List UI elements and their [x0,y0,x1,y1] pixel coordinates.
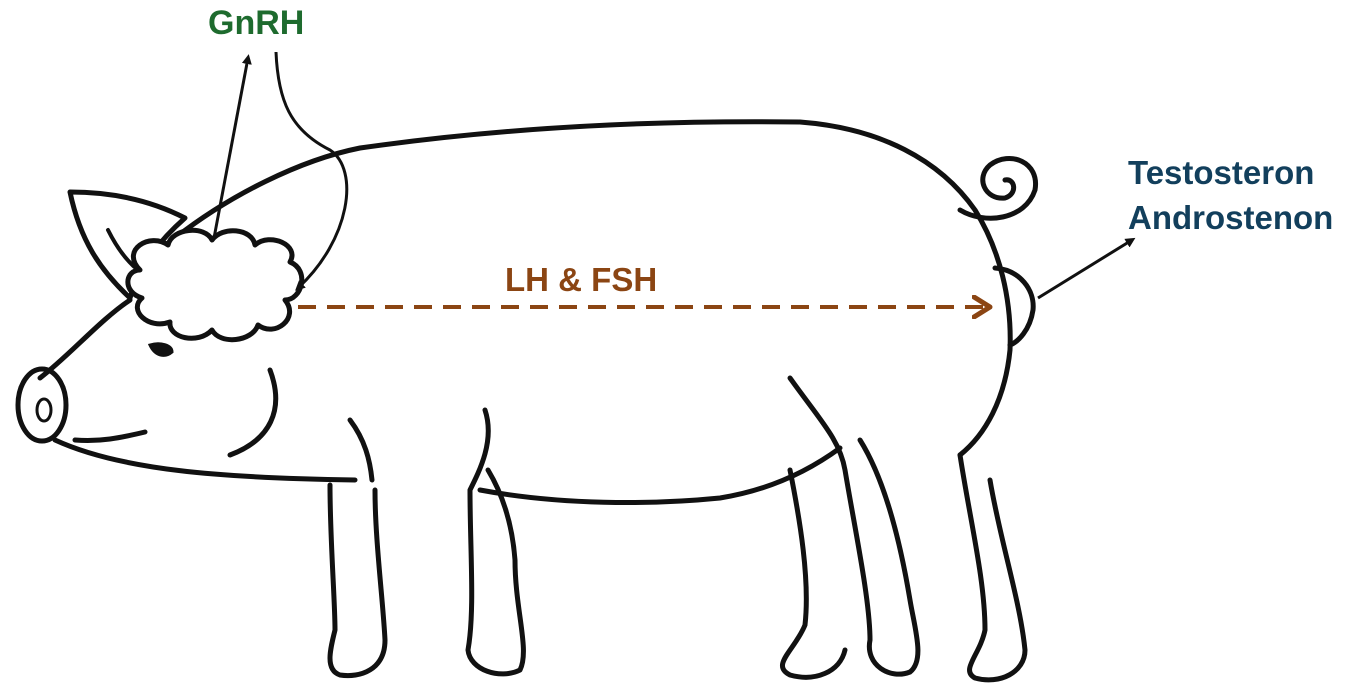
pig-mouth [75,432,145,441]
pig-front-leg-left [330,485,385,676]
pig-hind-leg-right [782,470,845,677]
androstenon-label: Androstenon [1128,201,1333,234]
pig-belly-outline [480,448,840,503]
gnrh-label: GnRH [208,6,304,40]
pig-shoulder [350,420,372,480]
pig-scrotum [995,268,1033,345]
pig-rear-leg-back [960,455,1025,680]
pig-snout-tip [18,369,66,441]
pig-eye [150,344,172,355]
pig-snout-outline [40,300,130,378]
steroid-arrow [1038,240,1132,298]
pig-chest-outline [55,440,355,480]
pig-tail [960,158,1036,218]
pig-hind-leg-left [790,378,918,674]
pig-cheek [230,370,276,455]
pig-front-leg-right [468,410,523,674]
brain-cloud [128,230,302,339]
testosteron-label: Testosteron [1128,156,1314,189]
lh-fsh-label: LH & FSH [505,263,657,296]
gnrh-up-arrow [214,58,248,238]
pig-nostril [37,399,51,421]
